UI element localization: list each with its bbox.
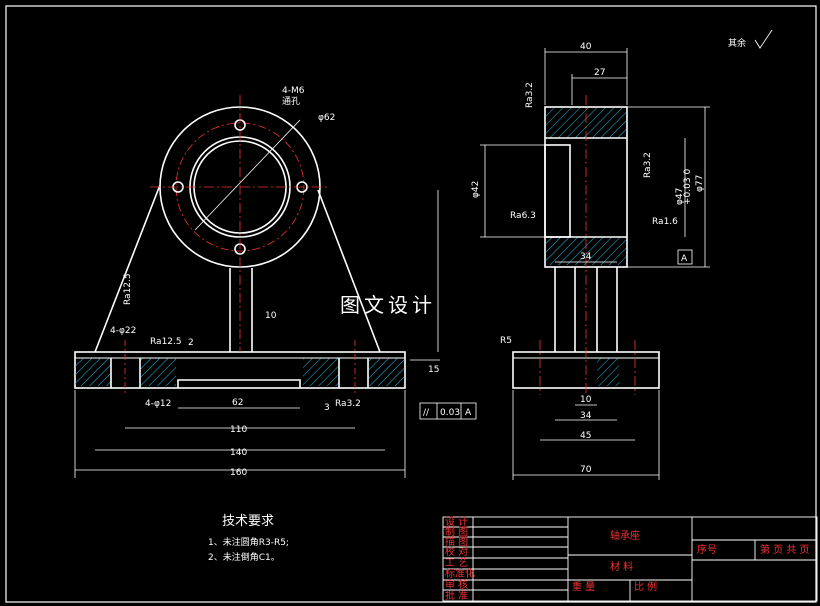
- dim-10-front: 10: [265, 311, 277, 321]
- dim-3-front: 3: [324, 403, 330, 413]
- datum-label: A: [681, 254, 688, 264]
- front-dims: [74, 190, 477, 478]
- dia-42-label: φ42: [471, 181, 481, 198]
- svg-text:审 核: 审 核: [445, 578, 468, 591]
- ra-bottom-label: Ra3.2: [335, 399, 361, 409]
- dim-62-front: 62: [232, 398, 243, 408]
- overlay-title: 图文设计: [340, 293, 436, 317]
- dia-flange-label: φ62: [318, 113, 335, 123]
- base-hatch-left2: [140, 358, 176, 386]
- ra-bore-label: Ra3.2: [643, 152, 653, 178]
- holes-12-label: 4-φ12: [145, 399, 171, 409]
- dia-77-label: φ77: [695, 175, 705, 192]
- ra-16-label: Ra1.6: [652, 217, 678, 227]
- dim-110: 110: [230, 425, 247, 435]
- ra-left-label: Ra12.5: [123, 273, 133, 305]
- rib-left: [94, 184, 161, 353]
- svg-text:制 图: 制 图: [445, 525, 468, 538]
- rib-right: [317, 189, 381, 353]
- title-block: [442, 516, 818, 602]
- base-hatch-right: [368, 358, 404, 386]
- svg-text:批 准: 批 准: [445, 589, 468, 602]
- dim-10-side: 10: [580, 395, 592, 405]
- dia-47-label: φ47: [675, 188, 685, 205]
- ra-base-label: Ra12.5: [150, 337, 182, 347]
- title-block-labels: 设 计 制 图 描 图 校 对 工 艺 标准化 审 核 批 准 重 量 比 例: [445, 515, 657, 602]
- column: [229, 268, 253, 352]
- tol-value: 0.03: [440, 408, 460, 418]
- svg-text:设 计: 设 计: [445, 515, 468, 528]
- tech-req-title: 技术要求: [222, 514, 274, 529]
- seq-label: 序号: [697, 543, 717, 556]
- hole-note: 4-M6: [282, 86, 305, 96]
- ra-top-label: Ra3.2: [525, 82, 535, 108]
- dim-140: 140: [230, 448, 247, 458]
- side-column: [554, 267, 618, 352]
- side-base-hatch: [597, 358, 619, 386]
- dim-160: 160: [230, 468, 247, 478]
- corner-label: R5: [500, 336, 512, 346]
- svg-text:重 量: 重 量: [572, 580, 595, 593]
- base-hatch-left: [75, 358, 111, 386]
- holes-22-label: 4-φ22: [110, 326, 136, 336]
- dim-34-top: 34: [580, 252, 592, 262]
- parallelism-symbol: //: [423, 408, 430, 418]
- dia-47-tol: +0.03 0: [683, 169, 693, 205]
- material-label: 材 料: [610, 560, 633, 573]
- dim-2-front: 2: [188, 338, 194, 348]
- dim-40: 40: [580, 42, 592, 52]
- dim-45: 45: [580, 431, 591, 441]
- svg-text:校 对: 校 对: [445, 545, 468, 558]
- tol-datum: A: [465, 408, 472, 418]
- side-view: [512, 95, 660, 395]
- base-hatch-right2: [303, 358, 339, 386]
- surface-finish-other: 其余: [728, 37, 746, 49]
- svg-text:工 艺: 工 艺: [445, 557, 468, 569]
- part-name: 轴承座: [610, 529, 640, 542]
- surface-finish-symbol: [754, 29, 773, 49]
- svg-text:描 图: 描 图: [445, 535, 468, 548]
- base-recess: [177, 379, 301, 388]
- dim-27: 27: [594, 68, 605, 78]
- drawing-frame: [5, 5, 817, 603]
- svg-text:比 例: 比 例: [634, 580, 657, 593]
- dim-70: 70: [580, 465, 592, 475]
- tech-req-line1: 1、未注圆角R3-R5;: [208, 536, 289, 548]
- base-outline: [74, 351, 406, 389]
- front-view: [74, 95, 406, 395]
- bore-left: [544, 144, 571, 238]
- dim-15-front: 15: [428, 365, 439, 375]
- sheet-label: 第 页 共 页: [760, 543, 810, 556]
- side-dims: [480, 48, 710, 480]
- svg-text:标准化: 标准化: [445, 567, 475, 580]
- tech-req-line2: 2、未注倒角C1。: [208, 551, 280, 563]
- ra-63-label: Ra6.3: [510, 211, 536, 221]
- hole-note-2: 通孔: [282, 96, 300, 107]
- dim-34-side: 34: [580, 411, 592, 421]
